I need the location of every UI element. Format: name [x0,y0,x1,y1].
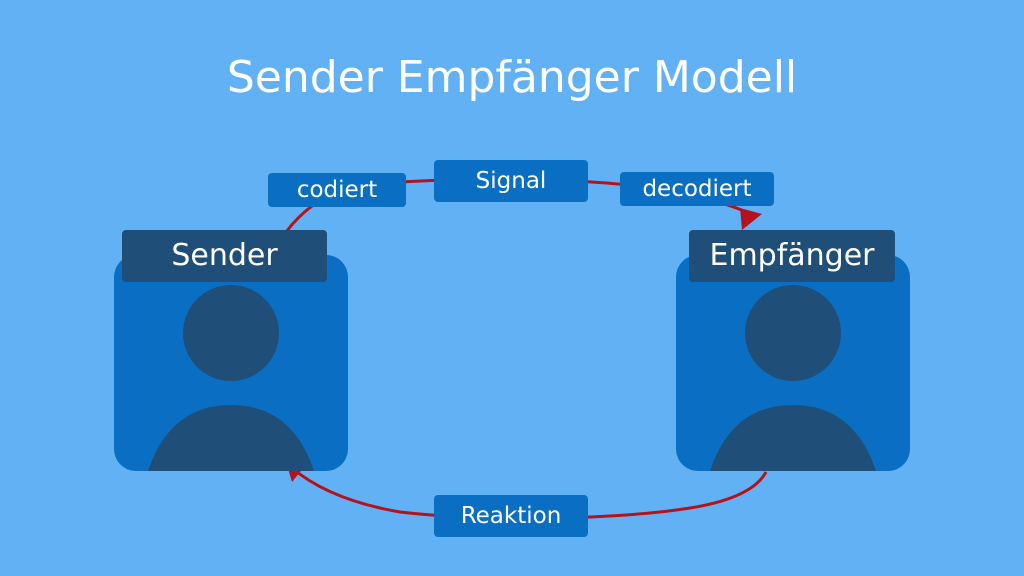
sender-label: Sender [122,230,327,282]
signal-arrowhead [740,208,762,230]
receiver-avatar-card [676,255,910,471]
decode-label: decodiert [620,172,774,206]
receiver-label: Empfänger [689,230,895,282]
diagram-title: Sender Empfänger Modell [226,52,798,103]
signal-label: Signal [434,160,588,202]
encode-label: codiert [268,173,406,207]
person-icon [148,285,314,471]
sender-avatar-card [114,255,348,471]
feedback-label: Reaktion [434,495,588,537]
person-icon [710,285,876,471]
